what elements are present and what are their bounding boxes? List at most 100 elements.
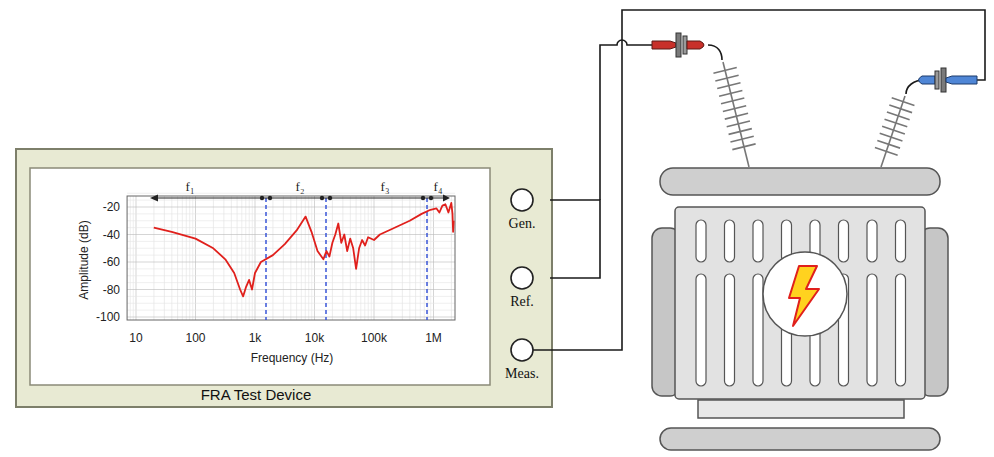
- bushing-shed: [717, 83, 740, 89]
- device-title: FRA Test Device: [17, 386, 495, 403]
- band-dot: [320, 196, 324, 200]
- test-leads: [533, 10, 985, 350]
- band-dot: [421, 196, 425, 200]
- bushing-shed: [877, 140, 900, 148]
- terminal-circle: [494, 266, 550, 292]
- grid-line: [127, 207, 455, 208]
- cooling-slot: [696, 274, 706, 386]
- grid-line: [164, 196, 165, 320]
- bushing-shed: [721, 98, 744, 104]
- clip-plate: [941, 68, 946, 92]
- grid-line: [296, 196, 297, 320]
- terminal-jack: Meas.: [494, 338, 550, 382]
- bushing-shed: [887, 112, 910, 120]
- band-label: f₁: [186, 180, 195, 194]
- grid-line: [186, 196, 187, 320]
- grid-line: [182, 196, 183, 320]
- tick-label: 1M: [425, 331, 442, 345]
- band-boundary: [426, 198, 428, 320]
- cooling-slot: [896, 274, 906, 386]
- terminal-label: Gen.: [494, 216, 550, 232]
- grid-line: [301, 196, 302, 320]
- grid-line: [171, 196, 172, 320]
- grid-line: [130, 196, 131, 320]
- grid-line: [127, 193, 455, 194]
- tick-label: 100: [185, 331, 205, 345]
- grid-line: [127, 213, 455, 214]
- cooling-slot: [867, 220, 877, 262]
- grid-line: [391, 196, 392, 320]
- tick-label: 1k: [249, 331, 262, 345]
- terminal-ring: [511, 339, 533, 361]
- grid-line: [371, 196, 372, 320]
- bushing-shed: [882, 126, 905, 134]
- grid-line: [424, 196, 425, 320]
- grid-line: [127, 289, 455, 290]
- grid-line: [283, 196, 284, 320]
- clip-plate: [676, 33, 681, 57]
- bushing: [713, 62, 755, 167]
- bushing-shed: [880, 133, 903, 141]
- cooling-slot: [753, 274, 763, 386]
- terminal-ring: [511, 267, 533, 289]
- grid-line: [127, 227, 455, 228]
- bushing-shed: [730, 136, 753, 142]
- arrow-head: [150, 195, 158, 202]
- bushing-shed: [732, 144, 755, 150]
- tick-label: 10k: [305, 331, 324, 345]
- grid-line: [364, 196, 365, 320]
- arrow-head: [443, 195, 450, 202]
- grid-line: [249, 196, 250, 320]
- band-dot: [260, 196, 264, 200]
- grid-line: [127, 310, 455, 311]
- band-axis: [156, 197, 446, 198]
- grid-line: [430, 196, 431, 320]
- lightning-bolt: [789, 266, 819, 326]
- grid-line: [308, 196, 309, 320]
- bushing-shed: [889, 105, 912, 113]
- tick-label: -80: [103, 283, 120, 297]
- grid-line: [332, 196, 333, 320]
- grid-line: [241, 196, 242, 320]
- terminal-jack: Gen.: [494, 188, 550, 232]
- band-dot: [328, 196, 332, 200]
- grid-line: [127, 248, 455, 249]
- band-dot: [429, 196, 433, 200]
- bushing-shed: [719, 90, 742, 96]
- grid-line: [311, 196, 312, 320]
- lead-wire: [550, 200, 600, 278]
- bushing: [875, 96, 915, 167]
- grid-line: [272, 196, 273, 320]
- grid-line: [305, 196, 306, 320]
- band-label: f₃: [381, 180, 390, 194]
- blue-clip-handle: [946, 76, 977, 84]
- bushing-shed: [875, 148, 898, 156]
- gen-ref-lead: [600, 40, 652, 200]
- terminal-label: Meas.: [494, 366, 550, 382]
- band-label: f₄: [434, 180, 443, 194]
- grid-line: [433, 196, 434, 320]
- cooling-slot: [839, 220, 849, 262]
- fra-curve: [154, 203, 454, 297]
- grid-line: [374, 196, 375, 320]
- plot-frame: [127, 196, 455, 320]
- tank-base: [698, 400, 904, 418]
- grid-line: [290, 196, 291, 320]
- grid-line: [127, 268, 455, 269]
- cooling-slot: [896, 220, 906, 262]
- grid-line: [127, 282, 455, 283]
- grid-line: [127, 275, 455, 276]
- band-label: f₂: [296, 180, 305, 194]
- red-clip-handle: [652, 41, 676, 49]
- bushing-shed: [715, 75, 738, 81]
- grid-line: [360, 196, 361, 320]
- clip-hook: [708, 45, 722, 60]
- grid-line: [342, 196, 343, 320]
- grid-line: [402, 196, 403, 320]
- grid-line: [127, 200, 455, 201]
- grid-line: [427, 196, 428, 320]
- grid-line: [127, 296, 455, 297]
- grid-line: [127, 317, 455, 318]
- axis-title: Frequency (Hz): [251, 351, 334, 365]
